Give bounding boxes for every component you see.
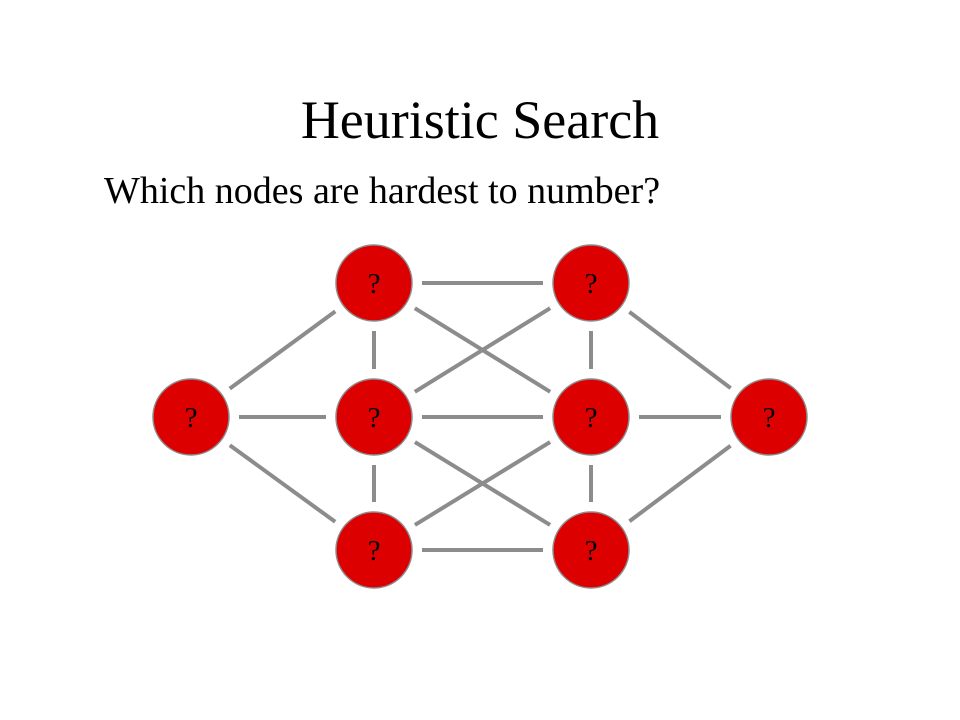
node-circle-col1-top [335, 244, 413, 322]
edge-col1-bottom-to-col2-middle [413, 440, 552, 527]
node-col2-top: ? [552, 244, 630, 322]
slide-subtitle: Which nodes are hardest to number? [104, 170, 661, 212]
node-circle-col2-top [552, 244, 630, 322]
node-circle-col1-bottom [335, 511, 413, 589]
node-circle-right [730, 378, 808, 456]
node-label-col1-middle: ? [368, 402, 381, 434]
node-circle-col1-middle [335, 378, 413, 456]
node-label-col1-bottom: ? [368, 535, 381, 567]
edge-col2-top-to-right [628, 310, 732, 390]
edge-left-to-col1-top [228, 309, 337, 391]
node-label-left: ? [185, 402, 198, 434]
slide-title: Heuristic Search [300, 90, 660, 150]
graph-edges [228, 281, 732, 552]
node-label-col1-top: ? [368, 268, 381, 300]
node-label-col2-bottom: ? [585, 535, 598, 567]
node-col2-middle: ? [552, 378, 630, 456]
node-label-col2-middle: ? [585, 402, 598, 434]
node-col1-middle: ? [335, 378, 413, 456]
edge-left-to-col1-bottom [228, 443, 337, 524]
node-circle-left [152, 378, 230, 456]
node-col1-top: ? [335, 244, 413, 322]
edge-col1-middle-to-col2-top [413, 306, 552, 394]
node-circle-col2-bottom [552, 511, 630, 589]
node-right: ? [730, 378, 808, 456]
edge-col2-bottom-to-right [628, 444, 732, 523]
node-circle-col2-middle [552, 378, 630, 456]
graph-nodes: ???????? [152, 244, 808, 589]
node-left: ? [152, 378, 230, 456]
node-label-col2-top: ? [585, 268, 598, 300]
node-col1-bottom: ? [335, 511, 413, 589]
node-label-right: ? [763, 402, 776, 434]
node-col2-bottom: ? [552, 511, 630, 589]
